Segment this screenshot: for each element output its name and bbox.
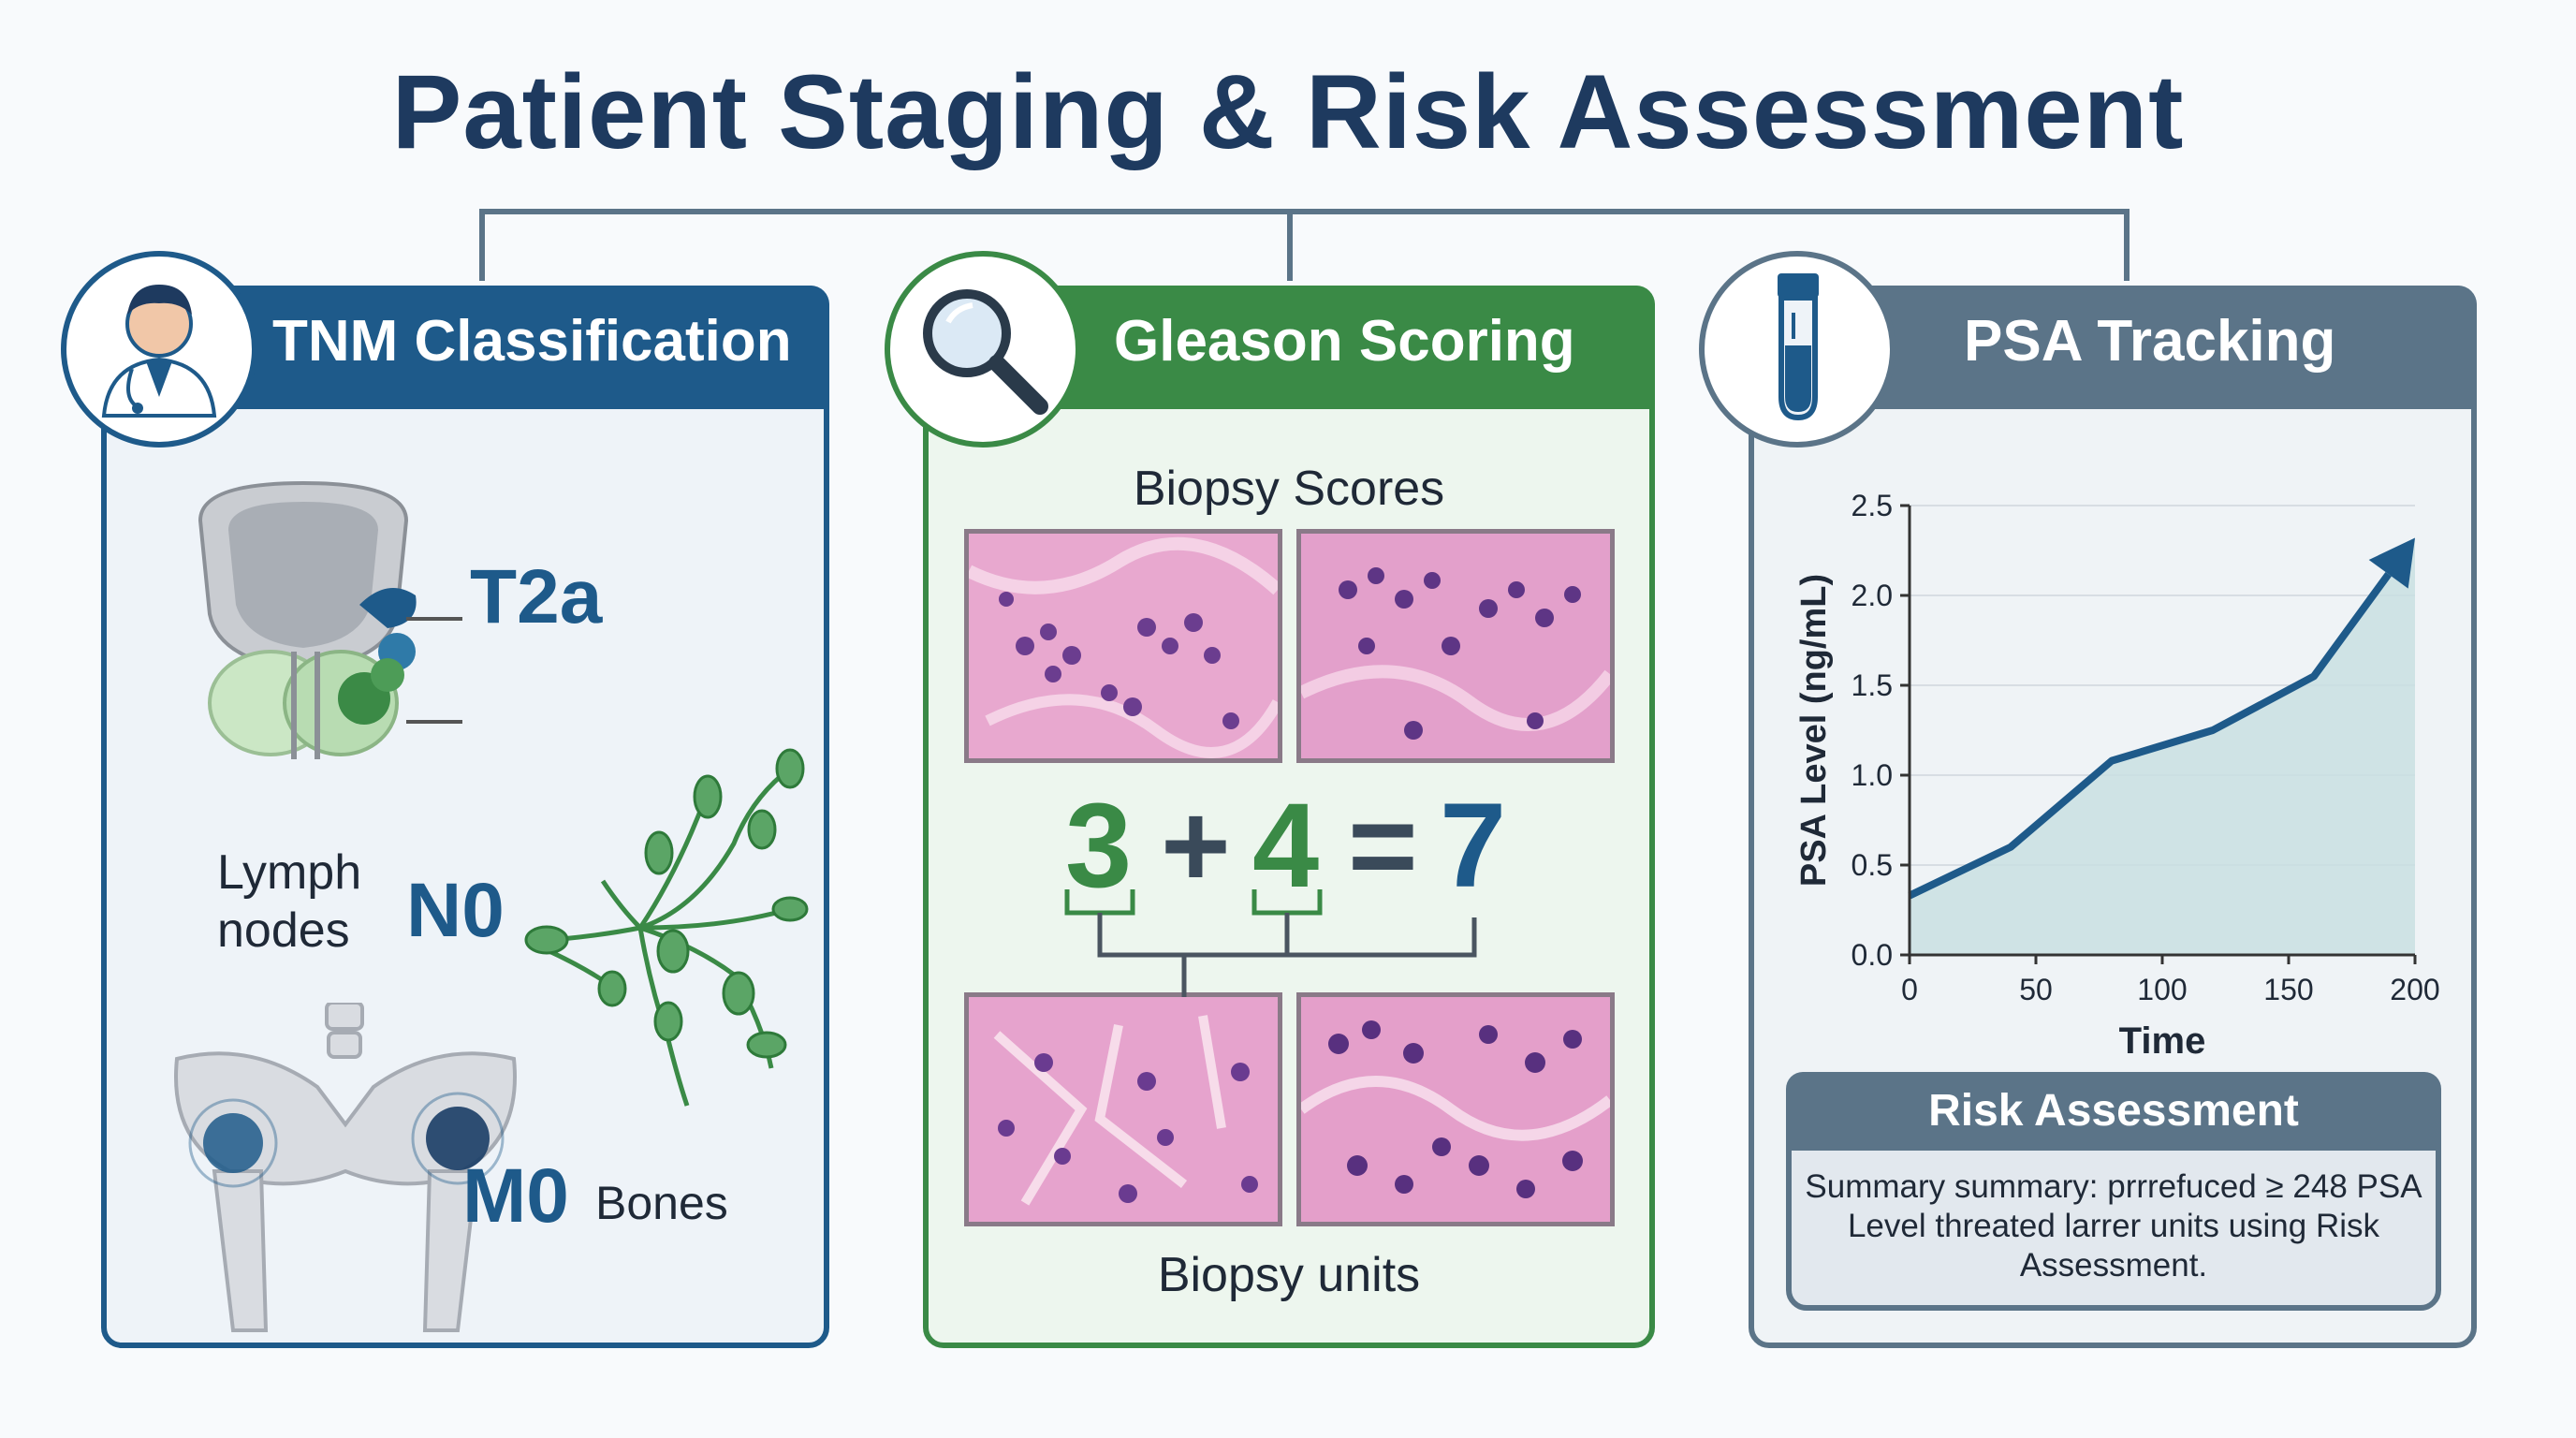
gleason-primary-score: 3 (1065, 779, 1133, 913)
psa-chart: 0 50 100 150 200 0.0 0.5 1.0 1.5 2.0 2.5 Time PSA… (1794, 489, 2440, 1062)
gleason-bracket (1064, 889, 1477, 997)
biopsy-image-3 (964, 992, 1282, 1226)
m-stage: M0 (462, 1153, 569, 1239)
risk-assessment-box: Risk Assessment Summary summary: prrrefu… (1786, 1072, 2441, 1311)
gleason-header-title: Gleason Scoring (1114, 309, 1575, 374)
x-tick-label-3: 150 (2263, 973, 2313, 1006)
biopsy-image-1 (964, 529, 1282, 763)
gleason-secondary-score: 4 (1252, 779, 1320, 913)
n-stage: N0 (406, 868, 505, 953)
lymph-node-illustration (524, 748, 809, 1107)
x-tick-label-1: 50 (2019, 973, 2053, 1006)
y-tick-label-0: 0.0 (1852, 938, 1893, 972)
tnm-badge (61, 251, 257, 448)
y-axis-label: PSA Level (ng/mL) (1794, 574, 1834, 887)
y-tick-label-4: 2.0 (1852, 579, 1893, 612)
y-tick-label-5: 2.5 (1852, 489, 1893, 522)
page-title: Patient Staging & Risk Assessment (391, 53, 2185, 170)
test-tube-icon (1778, 273, 1819, 421)
x-tick-label-4: 200 (2390, 973, 2439, 1006)
risk-assessment-title: Risk Assessment (1786, 1072, 2441, 1151)
n-label: Lymph nodes (217, 845, 362, 958)
biopsy-image-2 (1296, 529, 1615, 763)
title-connector (479, 209, 2130, 281)
gleason-plus-sign: + (1161, 779, 1231, 913)
pelvis-illustration (174, 1003, 517, 1332)
psa-badge (1699, 251, 1895, 448)
risk-assessment-text: Summary summary: prrrefuced ≥ 248 PSA Le… (1805, 1168, 2422, 1284)
x-tick-label-0: 0 (1901, 973, 1918, 1006)
y-tick-label-1: 0.5 (1852, 848, 1893, 882)
psa-header-title: PSA Tracking (1964, 309, 2336, 374)
tnm-panel: TNM Classification T2a Lymph nodes N0 (101, 286, 829, 1348)
biopsy-units-label: Biopsy units (1157, 1248, 1421, 1302)
psa-series-line (1908, 571, 2392, 900)
x-ticks: 0 50 100 150 200 (1901, 955, 2440, 1006)
t-stage: T2a (470, 554, 603, 639)
gleason-total-score: 7 (1440, 779, 1507, 913)
gleason-equals-sign: = (1348, 779, 1418, 913)
gleason-badge (885, 251, 1081, 448)
doctor-icon (101, 285, 217, 418)
y-ticks: 0.0 0.5 1.0 1.5 2.0 2.5 (1852, 489, 1910, 972)
prostate-illustration (198, 480, 462, 759)
y-tick-label-2: 1.0 (1852, 758, 1893, 792)
psa-trend-arrow (2368, 537, 2415, 589)
biopsy-image-4 (1296, 992, 1615, 1226)
x-axis-label: Time (2119, 1020, 2206, 1062)
m-label: Bones (595, 1177, 728, 1229)
biopsy-scores-label: Biopsy Scores (1133, 462, 1445, 516)
magnifier-icon (923, 289, 1048, 415)
y-tick-label-3: 1.5 (1852, 668, 1893, 702)
x-tick-label-2: 100 (2137, 973, 2187, 1006)
tnm-header-title: TNM Classification (272, 309, 792, 374)
